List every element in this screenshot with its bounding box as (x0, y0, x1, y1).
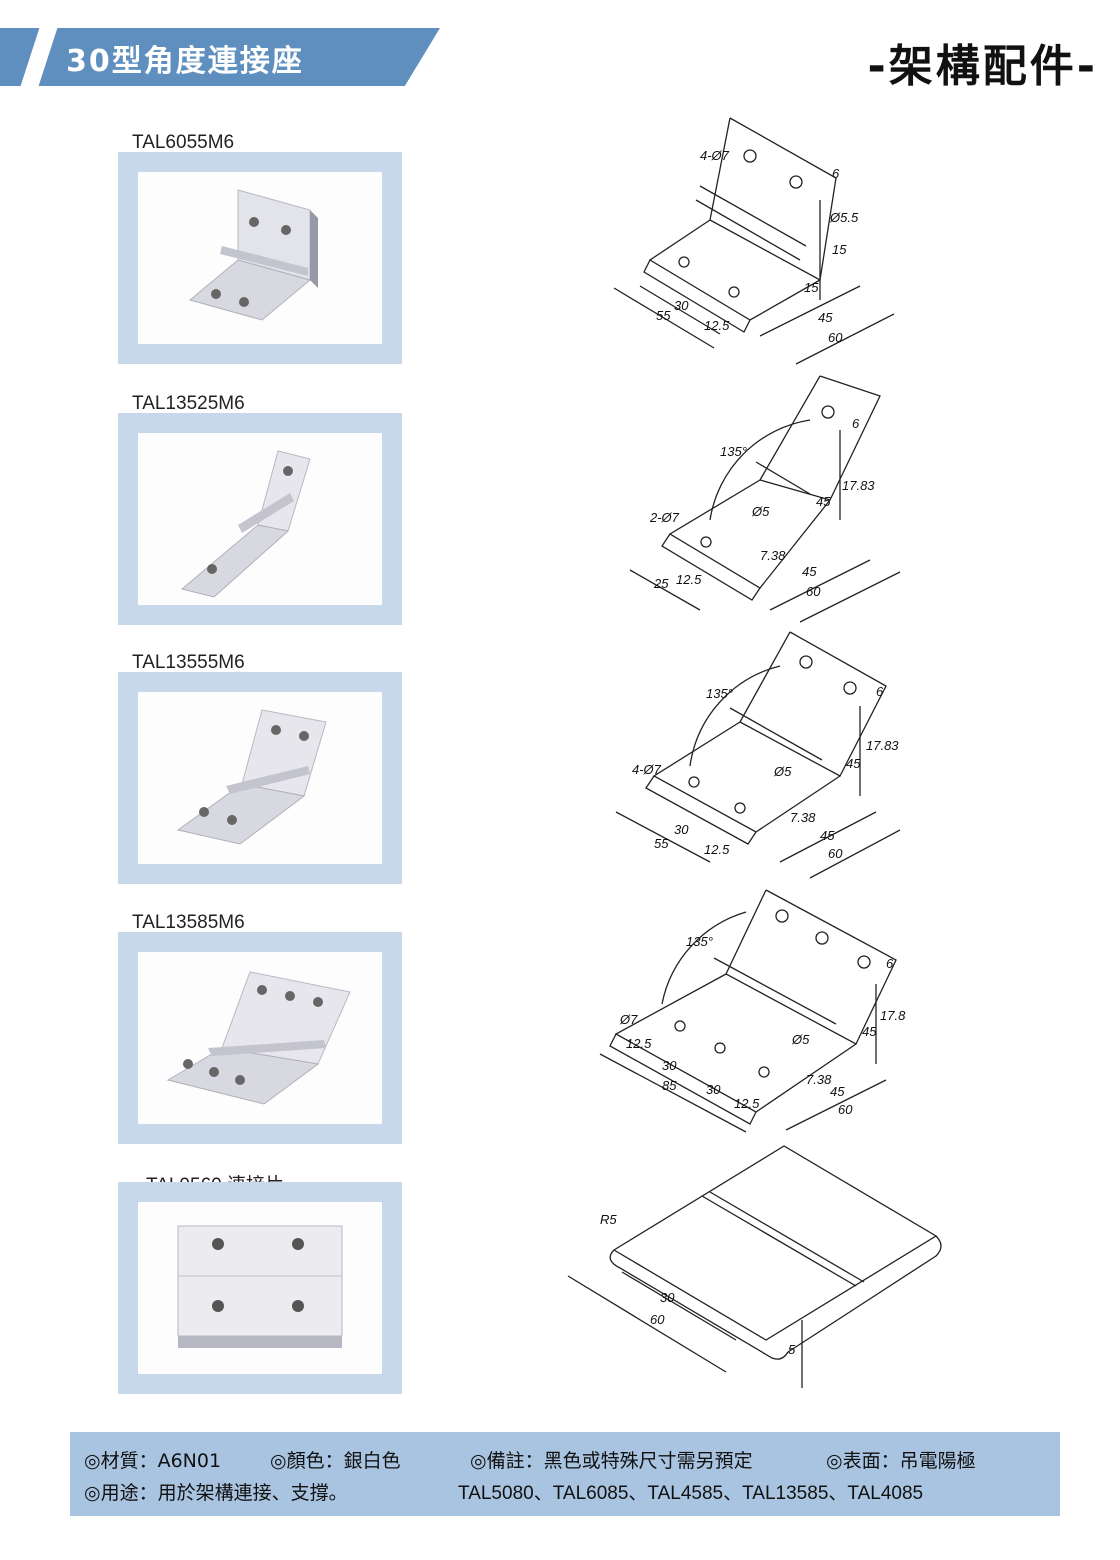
technical-drawing: 4-Ø7 6 Ø5.5 15 15 30 55 12.5 45 60 (600, 110, 900, 370)
product-card: TAL13585M6 (118, 912, 402, 1144)
dimension-label: 45 (862, 1024, 877, 1039)
dimension-label: 60 (828, 330, 843, 345)
dimension-label: 55 (656, 308, 671, 323)
dimension-label: 45 (816, 494, 831, 509)
dimension-label: 45 (830, 1084, 845, 1099)
product-photo-frame (118, 932, 402, 1144)
spec-footer: ◎材質：A6N01 ◎顏色：銀白色 ◎備註：黑色或特殊尺寸需另預定 ◎表面：吊電… (70, 1432, 1060, 1516)
dimension-label: 12.5 (734, 1096, 760, 1111)
dimension-label: Ø7 (619, 1012, 638, 1027)
dimension-label: 17.83 (842, 478, 875, 493)
dimension-label: 30 (674, 298, 689, 313)
product-photo-frame (118, 152, 402, 364)
drawing-tal13525m6: 135° 6 17.83 2-Ø7 Ø5 45 7.38 25 12.5 45 … (629, 375, 901, 623)
note-spec: ◎備註：黑色或特殊尺寸需另預定 (470, 1450, 753, 1472)
header-band (0, 28, 440, 86)
dimension-label: 15 (832, 242, 847, 257)
technical-drawing: 135° 6 Ø7 12.5 30 85 30 12.5 Ø5 45 17.83… (596, 884, 906, 1144)
dimension-label: 12.5 (626, 1036, 652, 1051)
technical-drawing: 135° 6 4-Ø7 Ø5 45 17.83 7.38 30 55 12.5 … (610, 626, 900, 886)
dimension-label: 45 (820, 828, 835, 843)
product-photo-frame (118, 672, 402, 884)
product-photo (138, 433, 382, 605)
dimension-label: 7.38 (806, 1072, 832, 1087)
dimension-label: 7.38 (790, 810, 816, 825)
technical-drawing: 135° 6 17.83 2-Ø7 Ø5 45 7.38 25 12.5 45 … (620, 370, 910, 630)
dimension-label: 5 (788, 1342, 796, 1357)
bracket-photo-tal6055m6 (188, 189, 318, 321)
dimension-label: Ø5.5 (829, 210, 859, 225)
dimension-label: 6 (886, 956, 894, 971)
dimension-label: Ø5 (751, 504, 770, 519)
drawing-tal13585m6: 135° 6 Ø7 12.5 30 85 30 12.5 Ø5 45 17.83… (599, 889, 906, 1133)
dimension-label: 12.5 (704, 842, 730, 857)
plate-photo-tal0560 (177, 1225, 343, 1348)
dimension-label: 30 (674, 822, 689, 837)
product-code: TAL13525M6 (132, 393, 245, 414)
spec-row-1: ◎材質：A6N01 ◎顏色：銀白色 ◎備註：黑色或特殊尺寸需另預定 ◎表面：吊電… (84, 1446, 1044, 1472)
product-photo-frame (118, 413, 402, 625)
dimension-label: 17.83 (880, 1008, 906, 1023)
drawing-tal0560: R5 30 60 5 (567, 1145, 942, 1388)
spec-row-2: ◎用途：用於架構連接、支撐。 TAL5080、TAL6085、TAL4585、T… (84, 1478, 1044, 1504)
dimension-label: 45 (846, 756, 861, 771)
dimension-label: 2-Ø7 (649, 510, 680, 525)
dimension-label: 30 (662, 1058, 677, 1073)
dimension-label: 60 (650, 1312, 665, 1327)
page-title: 30型角度連接座 (66, 44, 304, 79)
dimension-label: 17.83 (866, 738, 899, 753)
dimension-label: 135° (686, 934, 713, 949)
product-card: TAL0560 連接片 (118, 1170, 402, 1394)
bracket-photo-tal13555m6 (176, 709, 327, 845)
drawing-tal6055m6: 4-Ø7 6 Ø5.5 15 15 30 55 12.5 45 60 (613, 117, 895, 365)
material-spec: ◎材質：A6N01 (84, 1450, 222, 1472)
dimension-label: 60 (828, 846, 843, 861)
surface-spec: ◎表面：吊電陽極 (826, 1450, 976, 1472)
dimension-label: Ø5 (773, 764, 792, 779)
dimension-label: 60 (838, 1102, 853, 1117)
bracket-photo-tal13525m6 (180, 450, 311, 598)
dimension-label: Ø5 (791, 1032, 810, 1047)
compatible-models: TAL5080、TAL6085、TAL4585、TAL13585、TAL4085 (458, 1483, 924, 1504)
product-photo (138, 952, 382, 1124)
dimension-label: 6 (876, 684, 884, 699)
dimension-label: 85 (662, 1078, 677, 1093)
dimension-label: 12.5 (676, 572, 702, 587)
dimension-label: 45 (802, 564, 817, 579)
color-spec: ◎顏色：銀白色 (270, 1450, 401, 1472)
product-photo (138, 172, 382, 344)
product-photo (138, 692, 382, 864)
dimension-label: 6 (832, 166, 840, 181)
dimension-label: R5 (600, 1212, 617, 1227)
dimension-label: 135° (720, 444, 747, 459)
product-photo-frame (118, 1182, 402, 1394)
product-card: TAL13525M6 (118, 393, 402, 625)
dimension-label: 7.38 (760, 548, 786, 563)
product-card: TAL13555M6 (118, 652, 402, 884)
usage-spec: ◎用途：用於架構連接、支撐。 (84, 1482, 348, 1504)
dimension-label: 30 (660, 1290, 675, 1305)
product-card: TAL6055M6 (118, 132, 402, 364)
dimension-label: 55 (654, 836, 669, 851)
product-photo (138, 1202, 382, 1374)
dimension-label: 60 (806, 584, 821, 599)
dimension-label: 4-Ø7 (632, 762, 662, 777)
dimension-label: 4-Ø7 (700, 148, 730, 163)
bracket-photo-tal13585m6 (166, 971, 351, 1105)
product-code: TAL13585M6 (132, 912, 245, 933)
dimension-label: 15 (804, 280, 819, 295)
category-title: -架構配件- (867, 41, 1098, 92)
dimension-label: 30 (706, 1082, 721, 1097)
product-code: TAL6055M6 (132, 132, 235, 153)
dimension-label: 45 (818, 310, 833, 325)
dimension-label: 25 (653, 576, 669, 591)
technical-drawing: R5 30 60 5 (560, 1140, 950, 1400)
dimension-label: 12.5 (704, 318, 730, 333)
dimension-label: 6 (852, 416, 860, 431)
dimension-label: 135° (706, 686, 733, 701)
drawing-tal13555m6: 135° 6 4-Ø7 Ø5 45 17.83 7.38 30 55 12.5 … (615, 631, 900, 879)
product-code: TAL13555M6 (132, 652, 245, 673)
